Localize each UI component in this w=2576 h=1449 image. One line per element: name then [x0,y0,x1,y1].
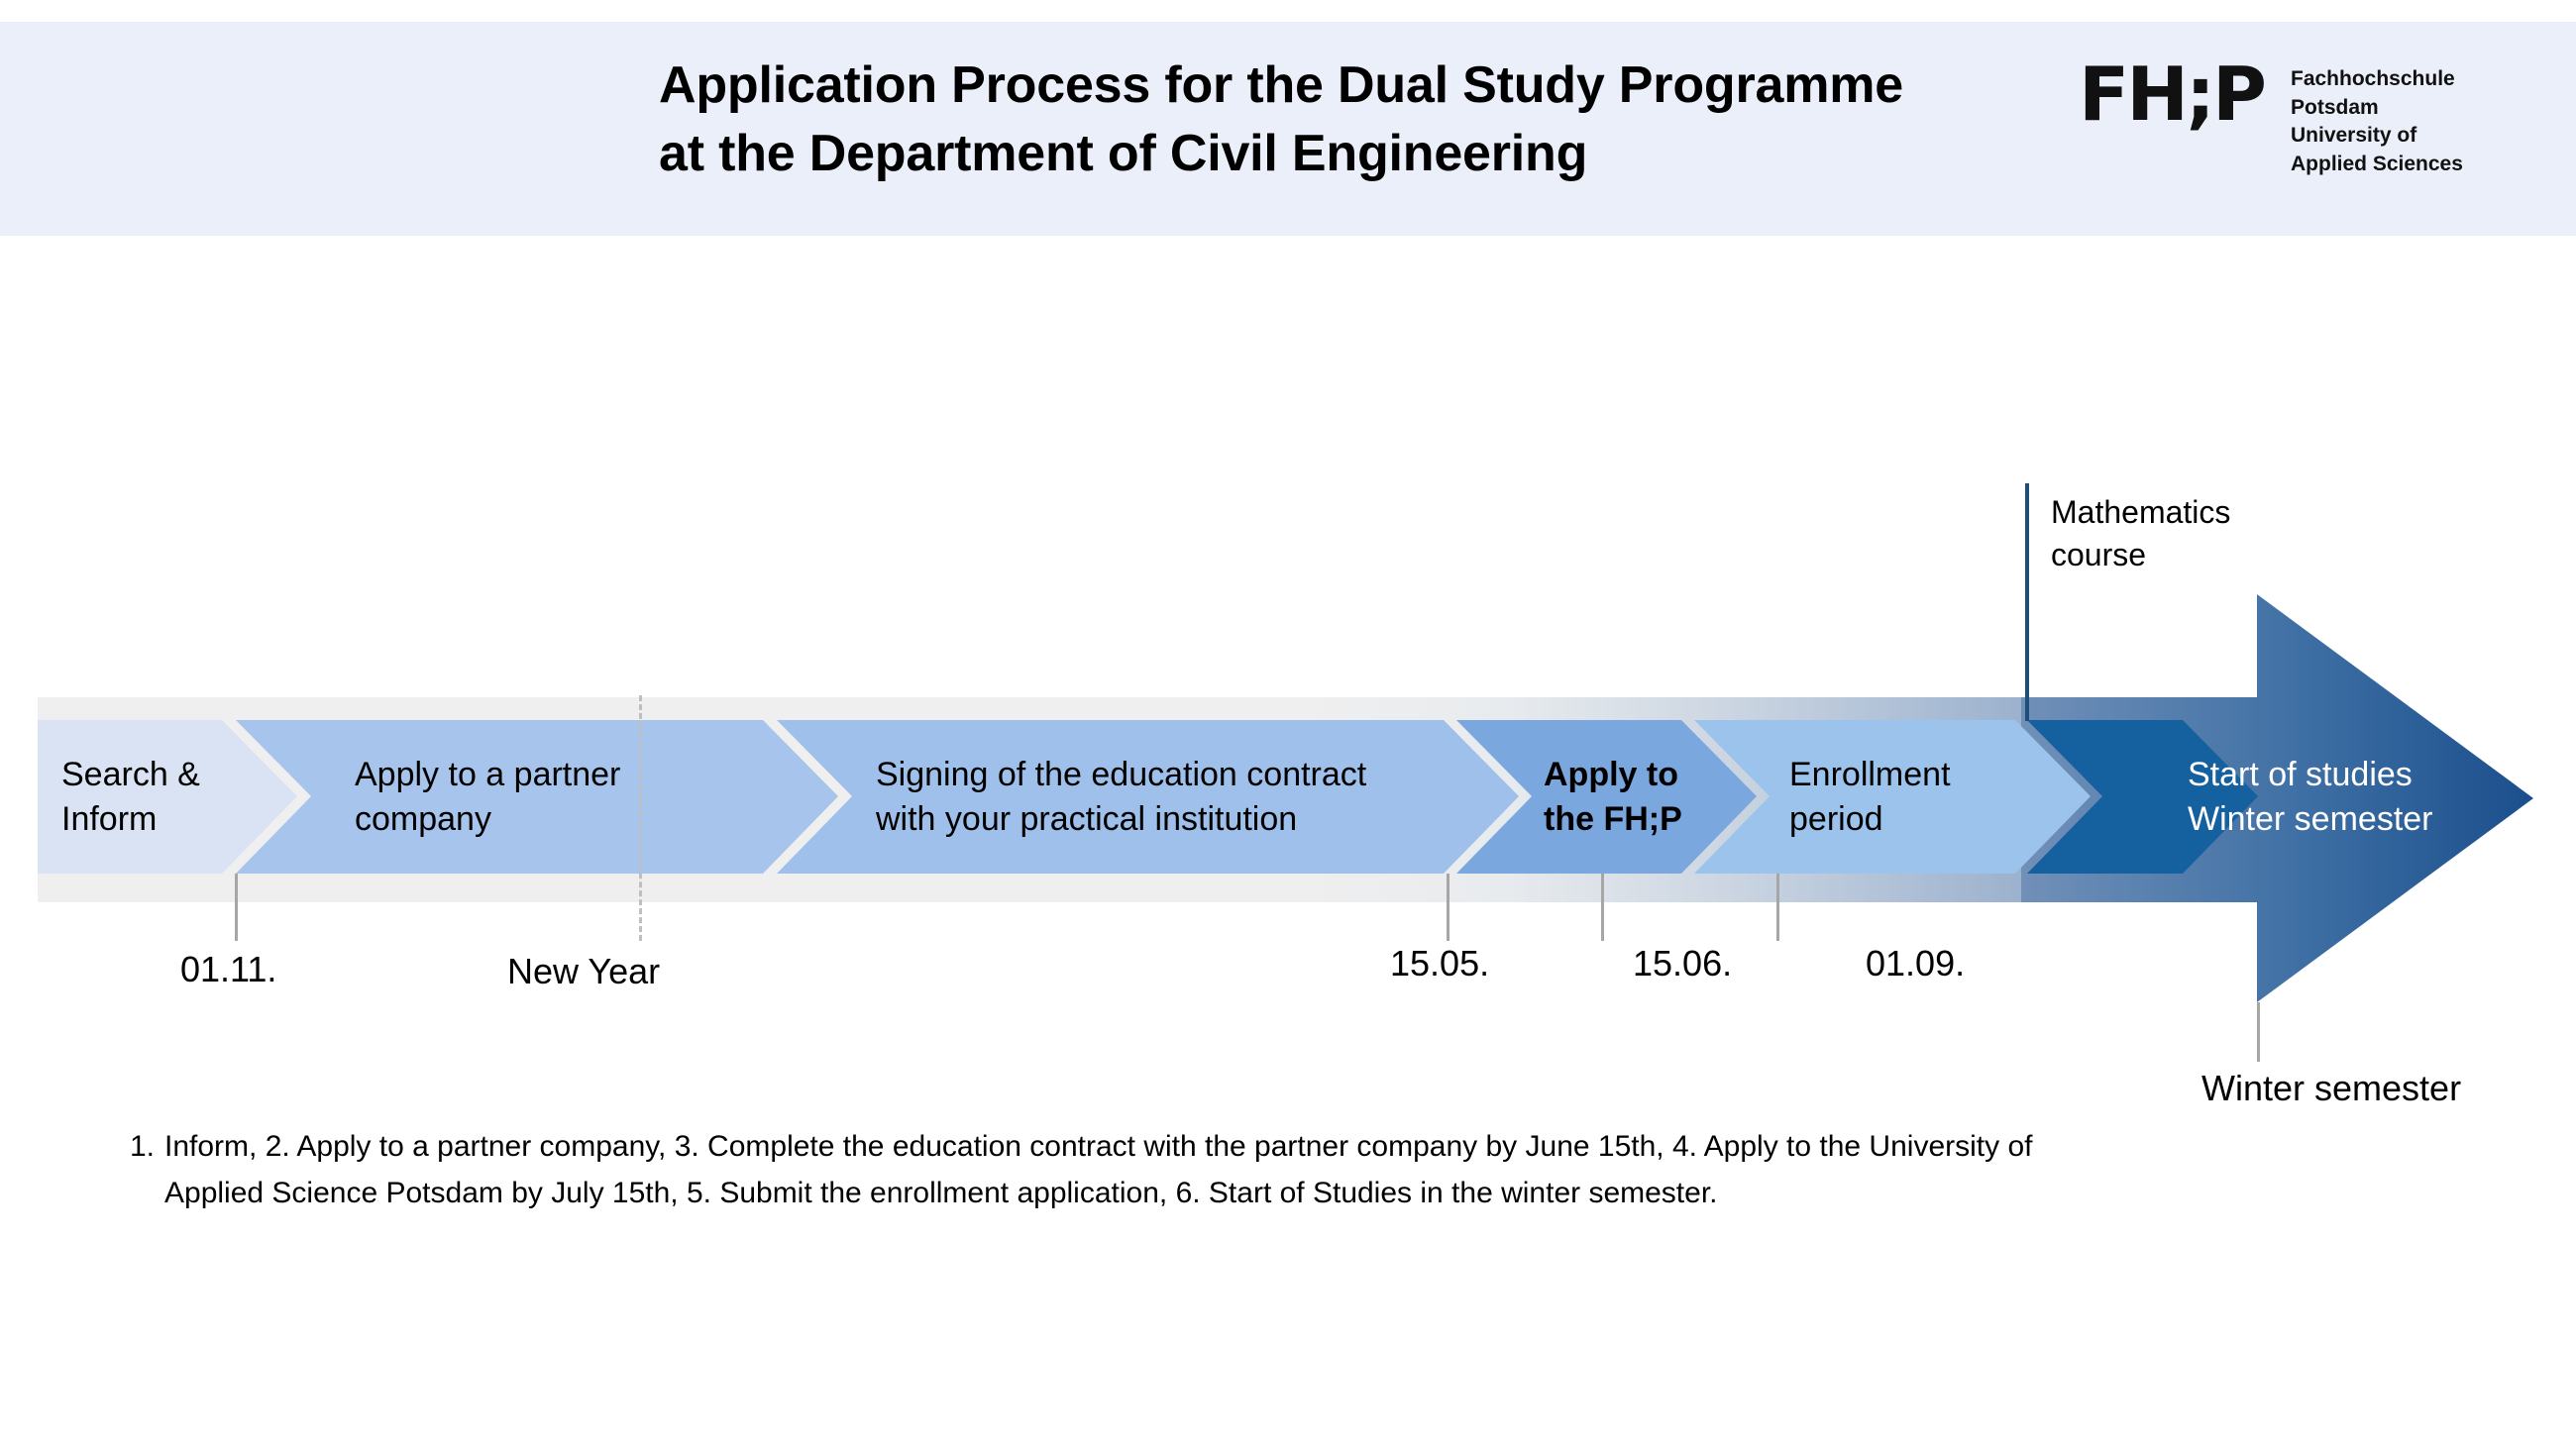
step-label-apply-partner: Apply to a partner company [355,720,830,874]
tick-line-date-1506 [1601,874,1604,941]
tick-line-new-year [639,695,642,941]
step-search-inform-line1: Search & [61,755,200,793]
fhp-logo: FH;P Fachhochschule Potsdam University o… [2079,51,2524,175]
fhp-logo-text-line-1: Fachhochschule Potsdam [2291,67,2455,119]
fhp-logo-text-line-2: University of [2291,124,2417,148]
marker-label-new-year: New Year [507,951,661,991]
marker-label-date-0111: 01.11. [180,949,277,989]
chevron-enrollment [1694,720,2091,874]
fhp-logo-mark: FH;P [2079,51,2267,138]
callout-mathematics-course-line1: Mathematics [2051,494,2231,530]
step-search-inform-line2: Inform [61,799,158,838]
footnote-number: 1. [129,1130,155,1163]
marker-label-date-0109: 01.09. [1866,943,1966,983]
footnote: 1. Inform, 2. Apply to a partner company… [97,1124,2098,1216]
marker-label-winter-semester: Winter semester [2201,1068,2462,1108]
step-label-enrollment: Enrollment period [1789,720,2047,874]
fhp-logo-text-line-3: Applied Sciences [2291,152,2463,175]
chevron-transition [2027,720,2258,874]
callout-line-mathematics-course [2025,483,2029,721]
page-title: Application Process for the Dual Study P… [659,52,2066,187]
step-label-apply-fhp: Apply to the FH;P [1544,720,1762,874]
page-title-line-1: Application Process for the Dual Study P… [659,56,1903,114]
tick-line-date-1505 [1447,874,1449,941]
header-band [0,22,2576,236]
page-title-line-2: at the Department of Civil Engineering [659,124,1588,182]
tick-line-date-0109 [1776,874,1779,941]
tick-line-winter-semester [2257,1002,2260,1062]
step-signing-contract-line1: Signing of the education contract [876,755,1367,793]
footnote-text: Inform, 2. Apply to a partner company, 3… [164,1130,2033,1209]
fhp-logo-text: Fachhochschule Potsdam University of App… [2291,65,2524,178]
step-start-studies-line2: Winter semester [2188,799,2433,838]
chevron-apply-partner [236,720,838,874]
step-label-signing-contract: Signing of the education contract with y… [876,720,1510,874]
chevron-search-inform [38,720,297,874]
step-enrollment-line2: period [1789,799,1883,838]
step-label-start-studies: Start of studies Winter semester [2188,720,2544,874]
chevron-signing-contract [777,720,1519,874]
marker-label-date-1506: 15.06. [1633,943,1733,983]
callout-label-mathematics-course: Mathematics course [2051,491,2230,576]
step-apply-fhp-line2: the FH;P [1544,799,1682,838]
step-apply-fhp-line1: Apply to [1544,755,1678,793]
arrow-shape [2021,594,2533,1002]
step-label-search-inform: Search & Inform [61,720,299,874]
callout-mathematics-course-line2: course [2051,537,2147,573]
step-apply-partner-line1: Apply to a partner [355,755,621,793]
step-signing-contract-line2: with your practical institution [876,799,1298,838]
step-apply-partner-line2: company [355,799,491,838]
step-start-studies-line1: Start of studies [2188,755,2413,793]
tick-line-date-0111 [235,874,238,941]
marker-label-date-1505: 15.05. [1390,943,1490,983]
step-enrollment-line1: Enrollment [1789,755,1951,793]
chevron-apply-fhp [1456,720,1757,874]
